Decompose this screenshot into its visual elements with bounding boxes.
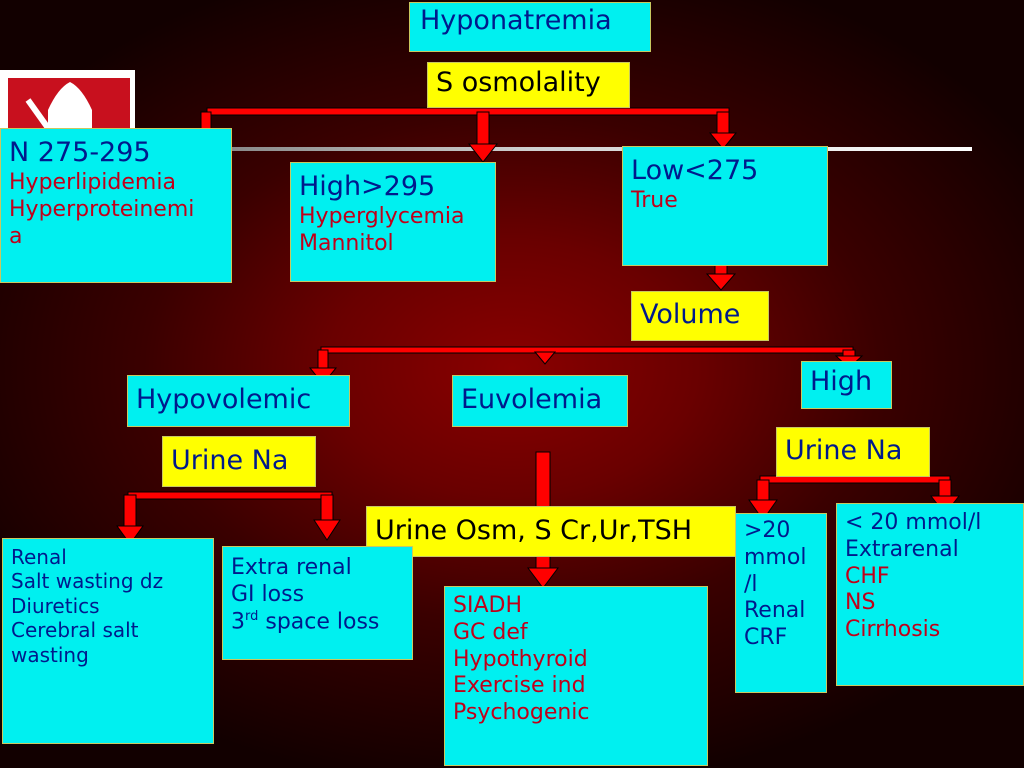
arrow-head-high-osm <box>467 143 499 163</box>
siadh-item: Hypothyroid <box>453 646 588 672</box>
connector-drop-high-osm <box>476 111 490 147</box>
normal-item: Hyperlipidemia <box>9 169 176 195</box>
urine-na-left-label: Urine Na <box>171 445 289 476</box>
gt20-item: mmol <box>744 544 807 570</box>
arrow-head-euvolemia <box>533 351 557 365</box>
connector-drop-extra-renal <box>320 494 334 524</box>
siadh-item: SIADH <box>453 593 522 618</box>
connector-bar-urine-na-left <box>127 491 333 500</box>
connector-bar-top <box>206 107 730 116</box>
third-space-text: space loss <box>258 608 380 634</box>
normal-item: Hyperproteinemi <box>9 196 195 222</box>
renal-item: Salt wasting dz <box>11 569 164 594</box>
euvolemia-label: Euvolemia <box>461 384 603 415</box>
low-osmolality-box: Low<275 True <box>622 146 828 266</box>
lt20-item: Cirrhosis <box>845 617 941 643</box>
extra-renal-item-third-space: 3rd space loss <box>231 609 404 636</box>
arrow-head-volume <box>705 273 737 291</box>
extra-renal-item: Extra renal <box>231 555 352 580</box>
gt20-item: CRF <box>744 625 788 651</box>
hypovolemic-label: Hypovolemic <box>136 384 312 415</box>
s-osmolality-label: S osmolality <box>436 67 601 98</box>
urine-osm-label: Urine Osm, S Cr,Ur,TSH <box>375 515 693 546</box>
connector-bar-urine-na-right <box>759 475 951 484</box>
low-osmolality-item: True <box>631 187 678 213</box>
extra-renal-item: GI loss <box>231 581 305 607</box>
high-volume-box: High <box>801 361 892 409</box>
normal-item: a <box>9 223 23 249</box>
lt20-item: CHF <box>845 563 890 589</box>
s-osmolality-box: S osmolality <box>427 62 630 108</box>
siadh-item: Psychogenic <box>453 700 590 726</box>
arrow-head-extra-renal <box>313 519 341 541</box>
high-osmolality-item: Mannitol <box>299 230 394 256</box>
high-osmolality-heading: High>295 <box>299 171 436 202</box>
normal-osmolality-heading: N 275-295 <box>9 137 151 168</box>
gt20-item: /l <box>744 571 758 597</box>
siadh-item: Exercise ind <box>453 673 586 699</box>
extra-renal-box: Extra renal GI loss 3rd space loss <box>222 546 413 660</box>
lt20-heading: < 20 mmol/l <box>845 510 982 535</box>
connector-bar-volume <box>320 346 854 354</box>
renal-box: Renal Salt wasting dz Diuretics Cerebral… <box>2 538 214 744</box>
arrow-head-renal <box>116 525 144 545</box>
normal-osmolality-box: N 275-295 Hyperlipidemia Hyperproteinemi… <box>0 128 232 283</box>
connector-drop-low-osm <box>716 111 730 136</box>
low-osmolality-heading: Low<275 <box>631 155 759 186</box>
renal-item: Diuretics <box>11 593 100 618</box>
gt20-item: Renal <box>744 598 806 624</box>
urine-na-right-box: Urine Na <box>776 427 930 477</box>
renal-item: Renal <box>11 545 67 569</box>
siadh-item: GC def <box>453 619 528 645</box>
lt20-item: NS <box>845 590 876 616</box>
gt20-item: >20 <box>744 518 791 543</box>
gt20-box: >20 mmol /l Renal CRF <box>735 513 827 693</box>
siadh-box: SIADH GC def Hypothyroid Exercise ind Ps… <box>444 586 708 766</box>
hyponatremia-title-box: Hyponatremia <box>409 2 651 52</box>
high-osmolality-item: Hyperglycemia <box>299 203 465 229</box>
hyponatremia-title: Hyponatremia <box>420 5 612 36</box>
hypovolemic-box: Hypovolemic <box>127 375 350 427</box>
urine-na-right-label: Urine Na <box>785 435 903 466</box>
high-volume-label: High <box>810 366 873 397</box>
lt20-box: < 20 mmol/l Extrarenal CHF NS Cirrhosis <box>836 503 1024 686</box>
high-osmolality-box: High>295 Hyperglycemia Mannitol <box>290 162 496 282</box>
renal-item: wasting <box>11 642 89 667</box>
divider-line <box>232 147 972 151</box>
volume-label: Volume <box>640 299 741 330</box>
arrow-head-gt20 <box>748 499 778 521</box>
euvolemia-box: Euvolemia <box>452 375 628 427</box>
arrow-head-siadh <box>527 567 559 589</box>
third-space-number: 3 <box>231 608 245 634</box>
third-space-superscript: rd <box>245 608 259 624</box>
arrow-head-low-osm <box>708 132 738 150</box>
renal-item: Cerebral salt <box>11 618 139 643</box>
connector-drop-renal <box>123 494 137 528</box>
volume-box: Volume <box>631 291 769 341</box>
urine-na-left-box: Urine Na <box>162 436 316 487</box>
lt20-item: Extrarenal <box>845 536 959 562</box>
urine-osm-box: Urine Osm, S Cr,Ur,TSH <box>366 506 736 557</box>
